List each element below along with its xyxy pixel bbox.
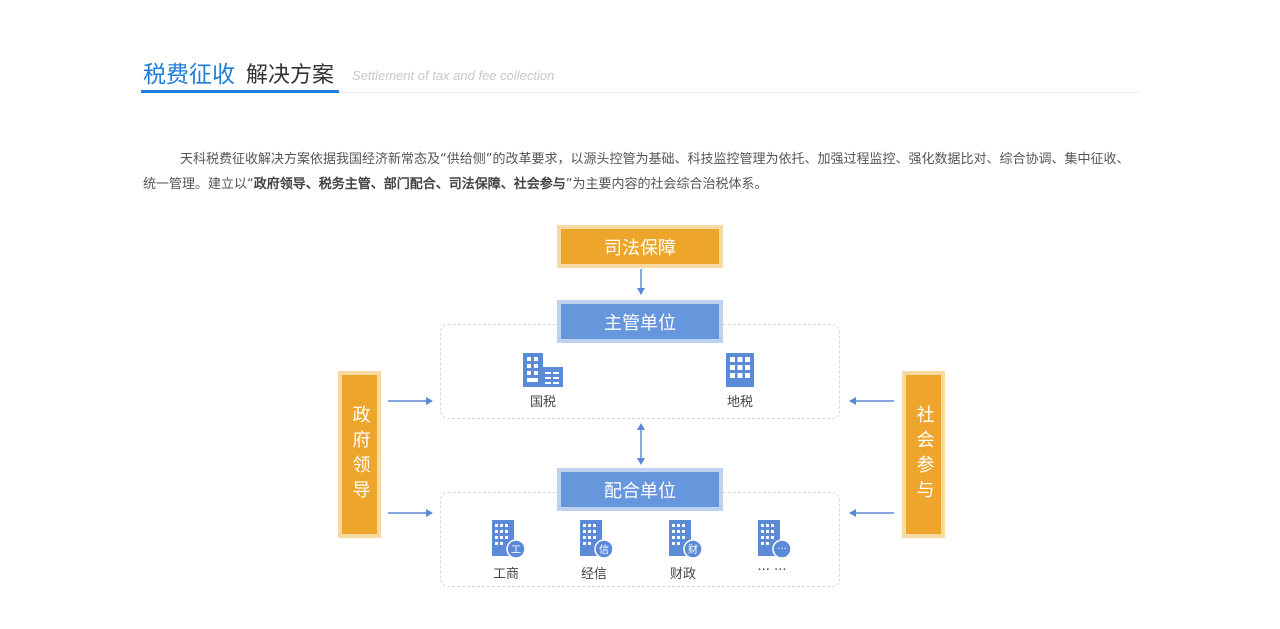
coop-item-label: 经信: [580, 567, 607, 582]
building-icon: ···: [758, 520, 792, 559]
badge-text: 工: [511, 545, 521, 556]
building-icon: 信: [580, 520, 614, 559]
judicial-box: 司法保障: [557, 225, 723, 268]
main-item-guoshui: 国税: [503, 353, 583, 410]
coop-item-label: ··· ···: [757, 563, 787, 578]
intro-paragraph: 天科税费征收解决方案依据我国经济新常态及“供给侧”的改革要求，以源头控管为基础、…: [143, 147, 1140, 197]
title-main: 解决方案: [246, 63, 335, 88]
government-box: 政府领导: [338, 371, 381, 538]
badge-text: ···: [777, 544, 787, 555]
badge-text: 财: [688, 543, 698, 556]
coop-item-more: ··· ··· ···: [732, 519, 812, 578]
intro-text-1: 天科税费征收解决方案依据我国经济新常态及“供给侧”的改革要求，以源头控管为基础、…: [143, 152, 1130, 192]
coop-item-jingxin: 信 经信: [554, 519, 634, 582]
title-highlight: 税费征收: [143, 62, 235, 88]
building-icon: 财: [669, 520, 703, 559]
building-icon: 工: [492, 520, 526, 559]
coop-item-caizheng: 财 财政: [643, 519, 723, 582]
main-unit-box: 主管单位: [557, 300, 723, 343]
main-item-dishui: 地税: [700, 353, 780, 410]
coop-item-label: 财政: [669, 567, 696, 582]
intro-bold: 政府领导、税务主管、部门配合、司法保障、社会参与: [253, 177, 566, 192]
coop-item-label: 工商: [492, 567, 519, 582]
main-item-label: 国税: [529, 395, 556, 410]
coop-unit-box: 配合单位: [557, 468, 723, 511]
header-accent-underline: [141, 90, 339, 93]
intro-text-2: ”为主要内容的社会综合治税体系。: [565, 177, 768, 192]
society-box: 社会参与: [902, 371, 945, 538]
header-divider: [141, 92, 1140, 93]
building-icon: [726, 353, 754, 387]
title-english: Settlement of tax and fee collection: [352, 68, 555, 83]
main-item-label: 地税: [726, 395, 753, 410]
building-icon: [523, 353, 563, 387]
section-header: 税费征收 解决方案 Settlement of tax and fee coll…: [141, 55, 1140, 95]
coop-item-gongshang: 工 工商: [466, 519, 546, 582]
badge-text: 信: [599, 544, 609, 556]
